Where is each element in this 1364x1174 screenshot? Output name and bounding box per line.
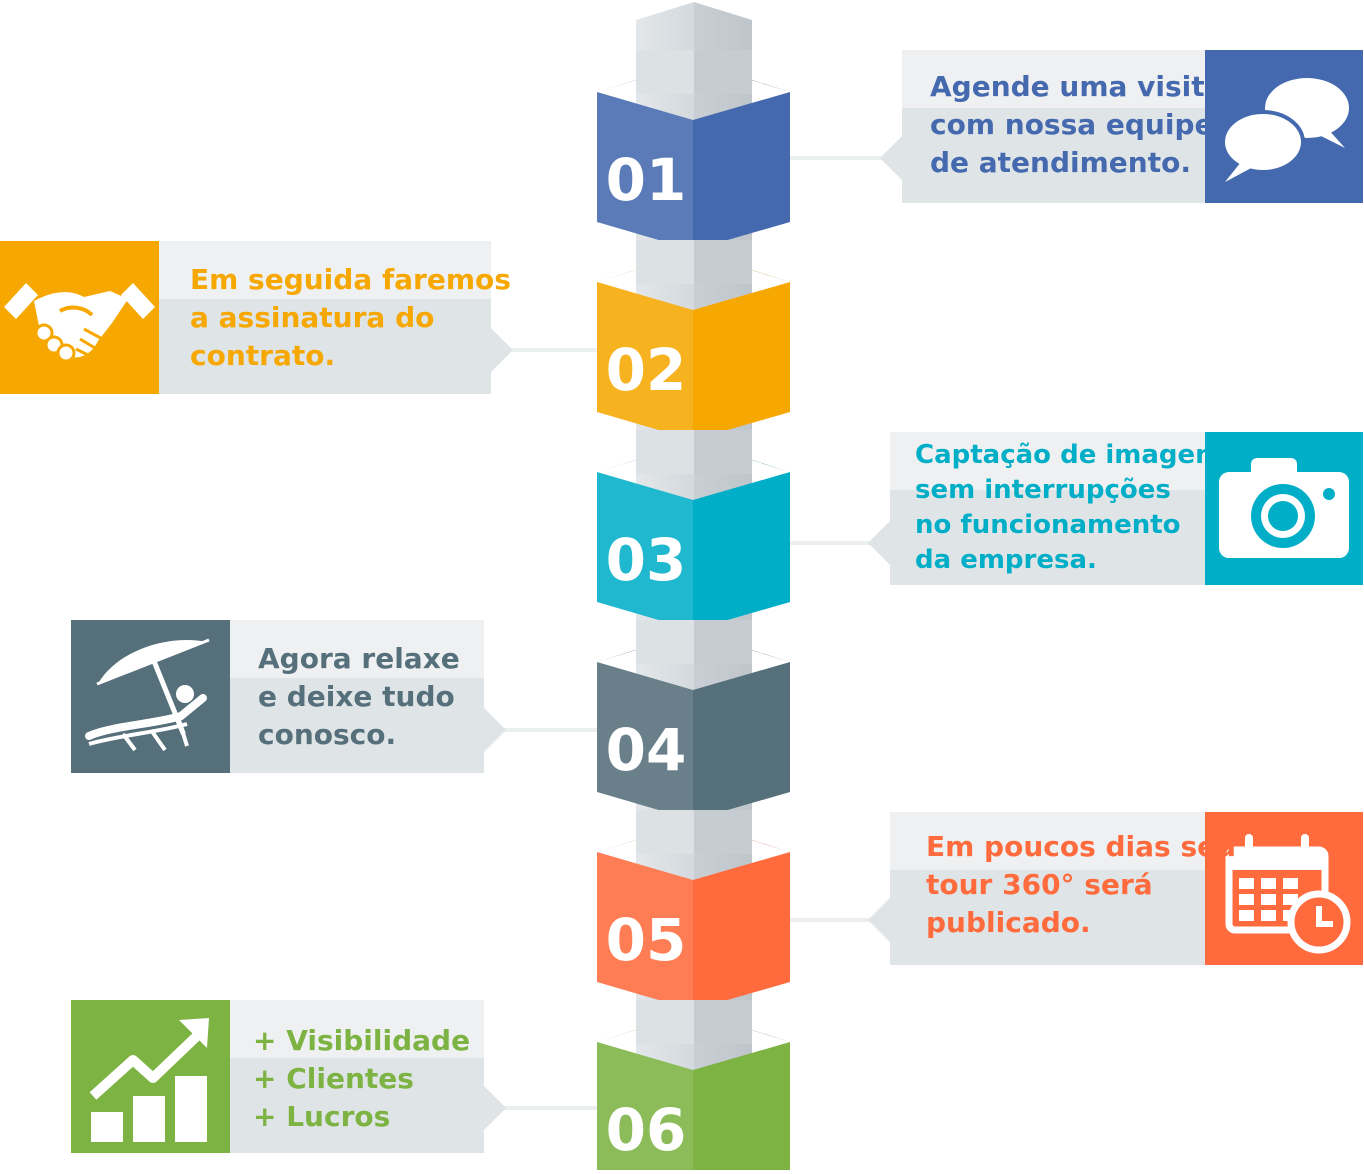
description-line: publicado. [926,906,1091,939]
step-number: 04 [606,716,687,784]
cube-right-face [693,282,790,440]
panel-pointer [868,898,890,942]
step-number: 05 [606,906,687,974]
step-cube-03: 03 [597,430,790,630]
step-cube-02: 02 [597,240,790,440]
step-panel-06 [71,1000,506,1153]
panel-pointer [484,708,506,752]
speech-bubbles-icon [1221,78,1349,182]
camera-icon [1219,458,1349,558]
cube-left-face [597,92,693,250]
connector-line [504,1106,597,1110]
pillar-segment [694,620,752,664]
description-line: + Lucros [253,1100,391,1133]
pillar-segment [636,1000,694,1044]
panel-top-strip [230,1000,484,1058]
step-cube-04: 04 [597,620,790,820]
description-line: no funcionamento [915,510,1181,540]
connector-line [790,541,870,545]
step-number: 01 [606,146,687,214]
pillar-segment [636,620,694,664]
description-line: da empresa. [915,545,1097,575]
cube-right-face [693,852,790,1010]
cube-right-face [693,472,790,630]
panel-pointer [868,521,890,565]
step-panel-01 [880,50,1363,203]
pillar-segment [636,430,694,474]
pillar-segment [694,50,752,94]
description-line: Captação de imagens [915,440,1230,470]
panel-top-strip [159,241,491,299]
cube-left-face [597,852,693,1010]
description-line: contrato. [190,339,336,372]
connector-line [790,918,870,922]
step-cube-05: 05 [597,810,790,1010]
step-06-description: + Visibilidade + Clientes + Lucros [253,1022,470,1136]
connector-line [511,348,597,352]
description-line: com nossa equipe [930,108,1214,141]
description-line: Agora relaxe [258,642,460,675]
step-number: 06 [606,1096,687,1164]
description-line: conosco. [258,718,397,751]
description-line: tour 360° será [926,868,1153,901]
description-line: Em seguida faremos [190,263,511,296]
panel-pointer [880,136,902,180]
cube-right-face [693,92,790,250]
handshake-icon [4,283,155,363]
growth-chart-icon [89,1018,209,1142]
calendar-clock-icon [1225,834,1351,954]
panel-pointer [484,1086,506,1130]
cube-left-face [597,282,693,440]
pillar-segment [694,1000,752,1044]
step-01-description: Agende uma visita com nossa equipe de aten… [930,68,1224,182]
description-line: a assinatura do [190,301,435,334]
pillar-segment [636,240,694,284]
panel-top-strip [890,432,1205,490]
pillar-segment [694,810,752,854]
description-line: de atendimento. [930,146,1191,179]
step-cube-06: 06 [597,1000,790,1174]
description-line: sem interrupções [915,475,1171,505]
connector-lines [504,156,882,1110]
step-panel-03 [868,432,1363,585]
step-number: 02 [606,336,687,404]
step-panels [0,50,1363,1153]
step-cube-01: 01 [597,50,790,250]
connector-line [790,156,882,160]
pillar-segment [694,240,752,284]
pillar-segment [694,430,752,474]
cube-left-face [597,662,693,820]
cube-right-face [693,1042,790,1174]
step-panel-05 [868,812,1363,965]
beach-chair-umbrella-icon [85,638,210,752]
step-panel-04 [71,620,506,773]
pillar-segment [636,810,694,854]
step-04-description: Agora relaxe e deixe tudo conosco. [258,640,460,754]
pillar-segment [636,50,694,94]
step-05-description: Em poucos dias seu tour 360° será publicad… [926,828,1236,942]
step-number: 03 [606,526,687,594]
panel-top-strip [230,620,484,678]
cube-left-face [597,472,693,630]
connector-line [504,728,597,732]
description-line: e deixe tudo [258,680,455,713]
description-line: Agende uma visita [930,70,1224,103]
step-panel-02 [0,241,513,394]
description-line: + Clientes [253,1062,414,1095]
step-02-description: Em seguida faremos a assinatura do contrat… [190,261,511,375]
cube-left-face [597,1042,693,1174]
panel-pointer [491,328,513,372]
description-line: + Visibilidade [253,1024,471,1057]
panel-top-strip [902,50,1206,108]
description-line: Em poucos dias seu [926,830,1237,863]
cube-right-face [693,662,790,820]
panel-top-strip [890,812,1205,870]
step-cubes: 01 02 03 04 05 06 [597,50,790,1174]
step-03-description: Captação de imagens sem interrupções no fu… [915,438,1229,578]
